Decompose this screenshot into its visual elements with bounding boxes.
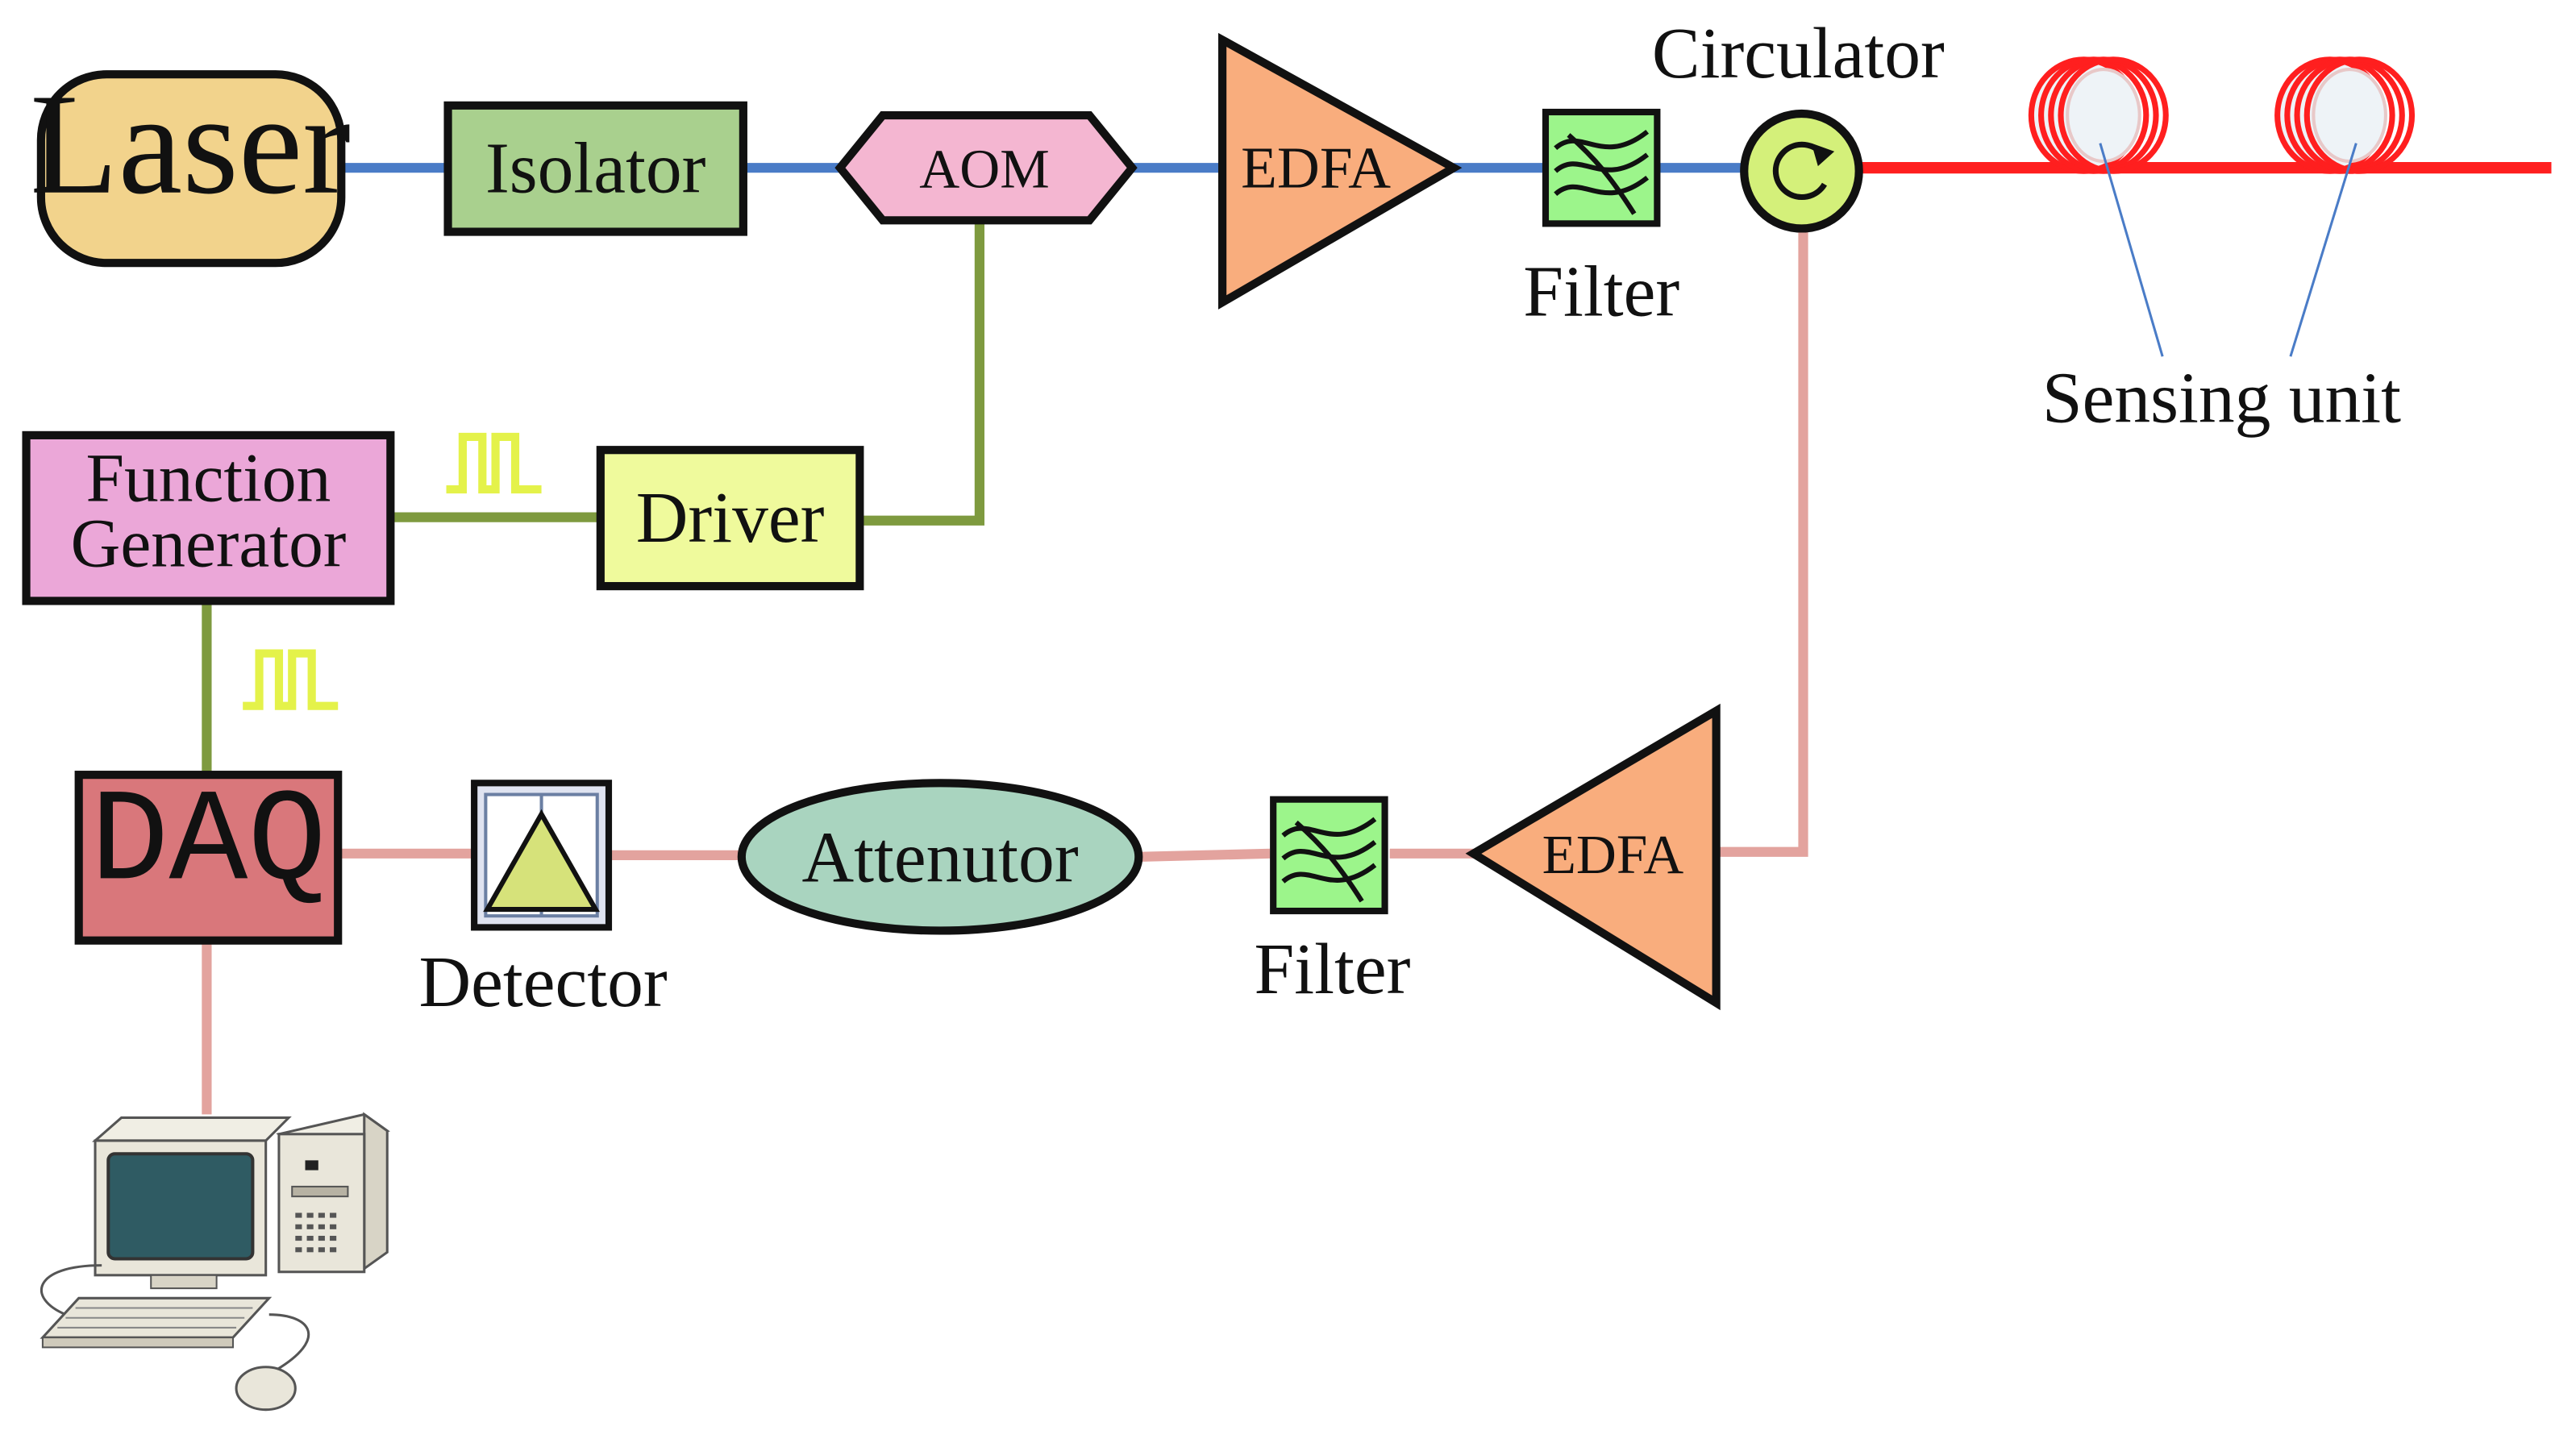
electrical-path	[202, 223, 985, 774]
edfa-top-label: EDFA	[1241, 135, 1391, 201]
attenuator-label: Attenutor	[802, 817, 1079, 897]
laser: Laser	[30, 64, 351, 268]
function-generator: Function Generator	[22, 430, 395, 605]
edfa-bottom: EDFA	[1465, 703, 1721, 1011]
function-generator-label-line1: Function	[85, 440, 331, 516]
detector-label: Detector	[418, 942, 667, 1022]
pulse-train-icon	[243, 654, 338, 706]
isolator-label: Isolator	[485, 129, 706, 209]
filter-bottom-label: Filter	[1254, 929, 1410, 1009]
return-path	[202, 228, 1808, 1115]
laser-label: Laser	[30, 64, 351, 224]
aom: AOM	[834, 110, 1138, 225]
detector	[471, 780, 613, 931]
fiber-coil-icon	[2028, 56, 2169, 174]
isolator: Isolator	[443, 101, 747, 236]
circulator-icon	[1772, 141, 1828, 201]
edfa-bottom-label: EDFA	[1542, 823, 1684, 885]
edfa-top: EDFA	[1218, 32, 1463, 310]
fiber-coil-icon	[2274, 56, 2416, 174]
daq-label: DAQ	[90, 768, 327, 917]
filter-icon	[1546, 112, 1657, 223]
circulator	[1740, 109, 1863, 233]
filter-top-label: Filter	[1523, 252, 1679, 331]
driver: Driver	[596, 446, 864, 591]
pulse-train-icon	[447, 437, 542, 489]
attenuator: Attenutor	[737, 779, 1143, 935]
sensing-unit-pointers	[2099, 143, 2358, 357]
sensing-unit-label: Sensing unit	[2042, 359, 2401, 439]
daq: DAQ	[74, 768, 343, 945]
circulator-label: Circulator	[1652, 14, 1945, 94]
function-generator-label-line2: Generator	[71, 506, 347, 582]
filter-icon	[1273, 800, 1384, 911]
computer-icon	[40, 1112, 390, 1412]
aom-label: AOM	[919, 138, 1049, 200]
driver-label: Driver	[636, 478, 825, 558]
